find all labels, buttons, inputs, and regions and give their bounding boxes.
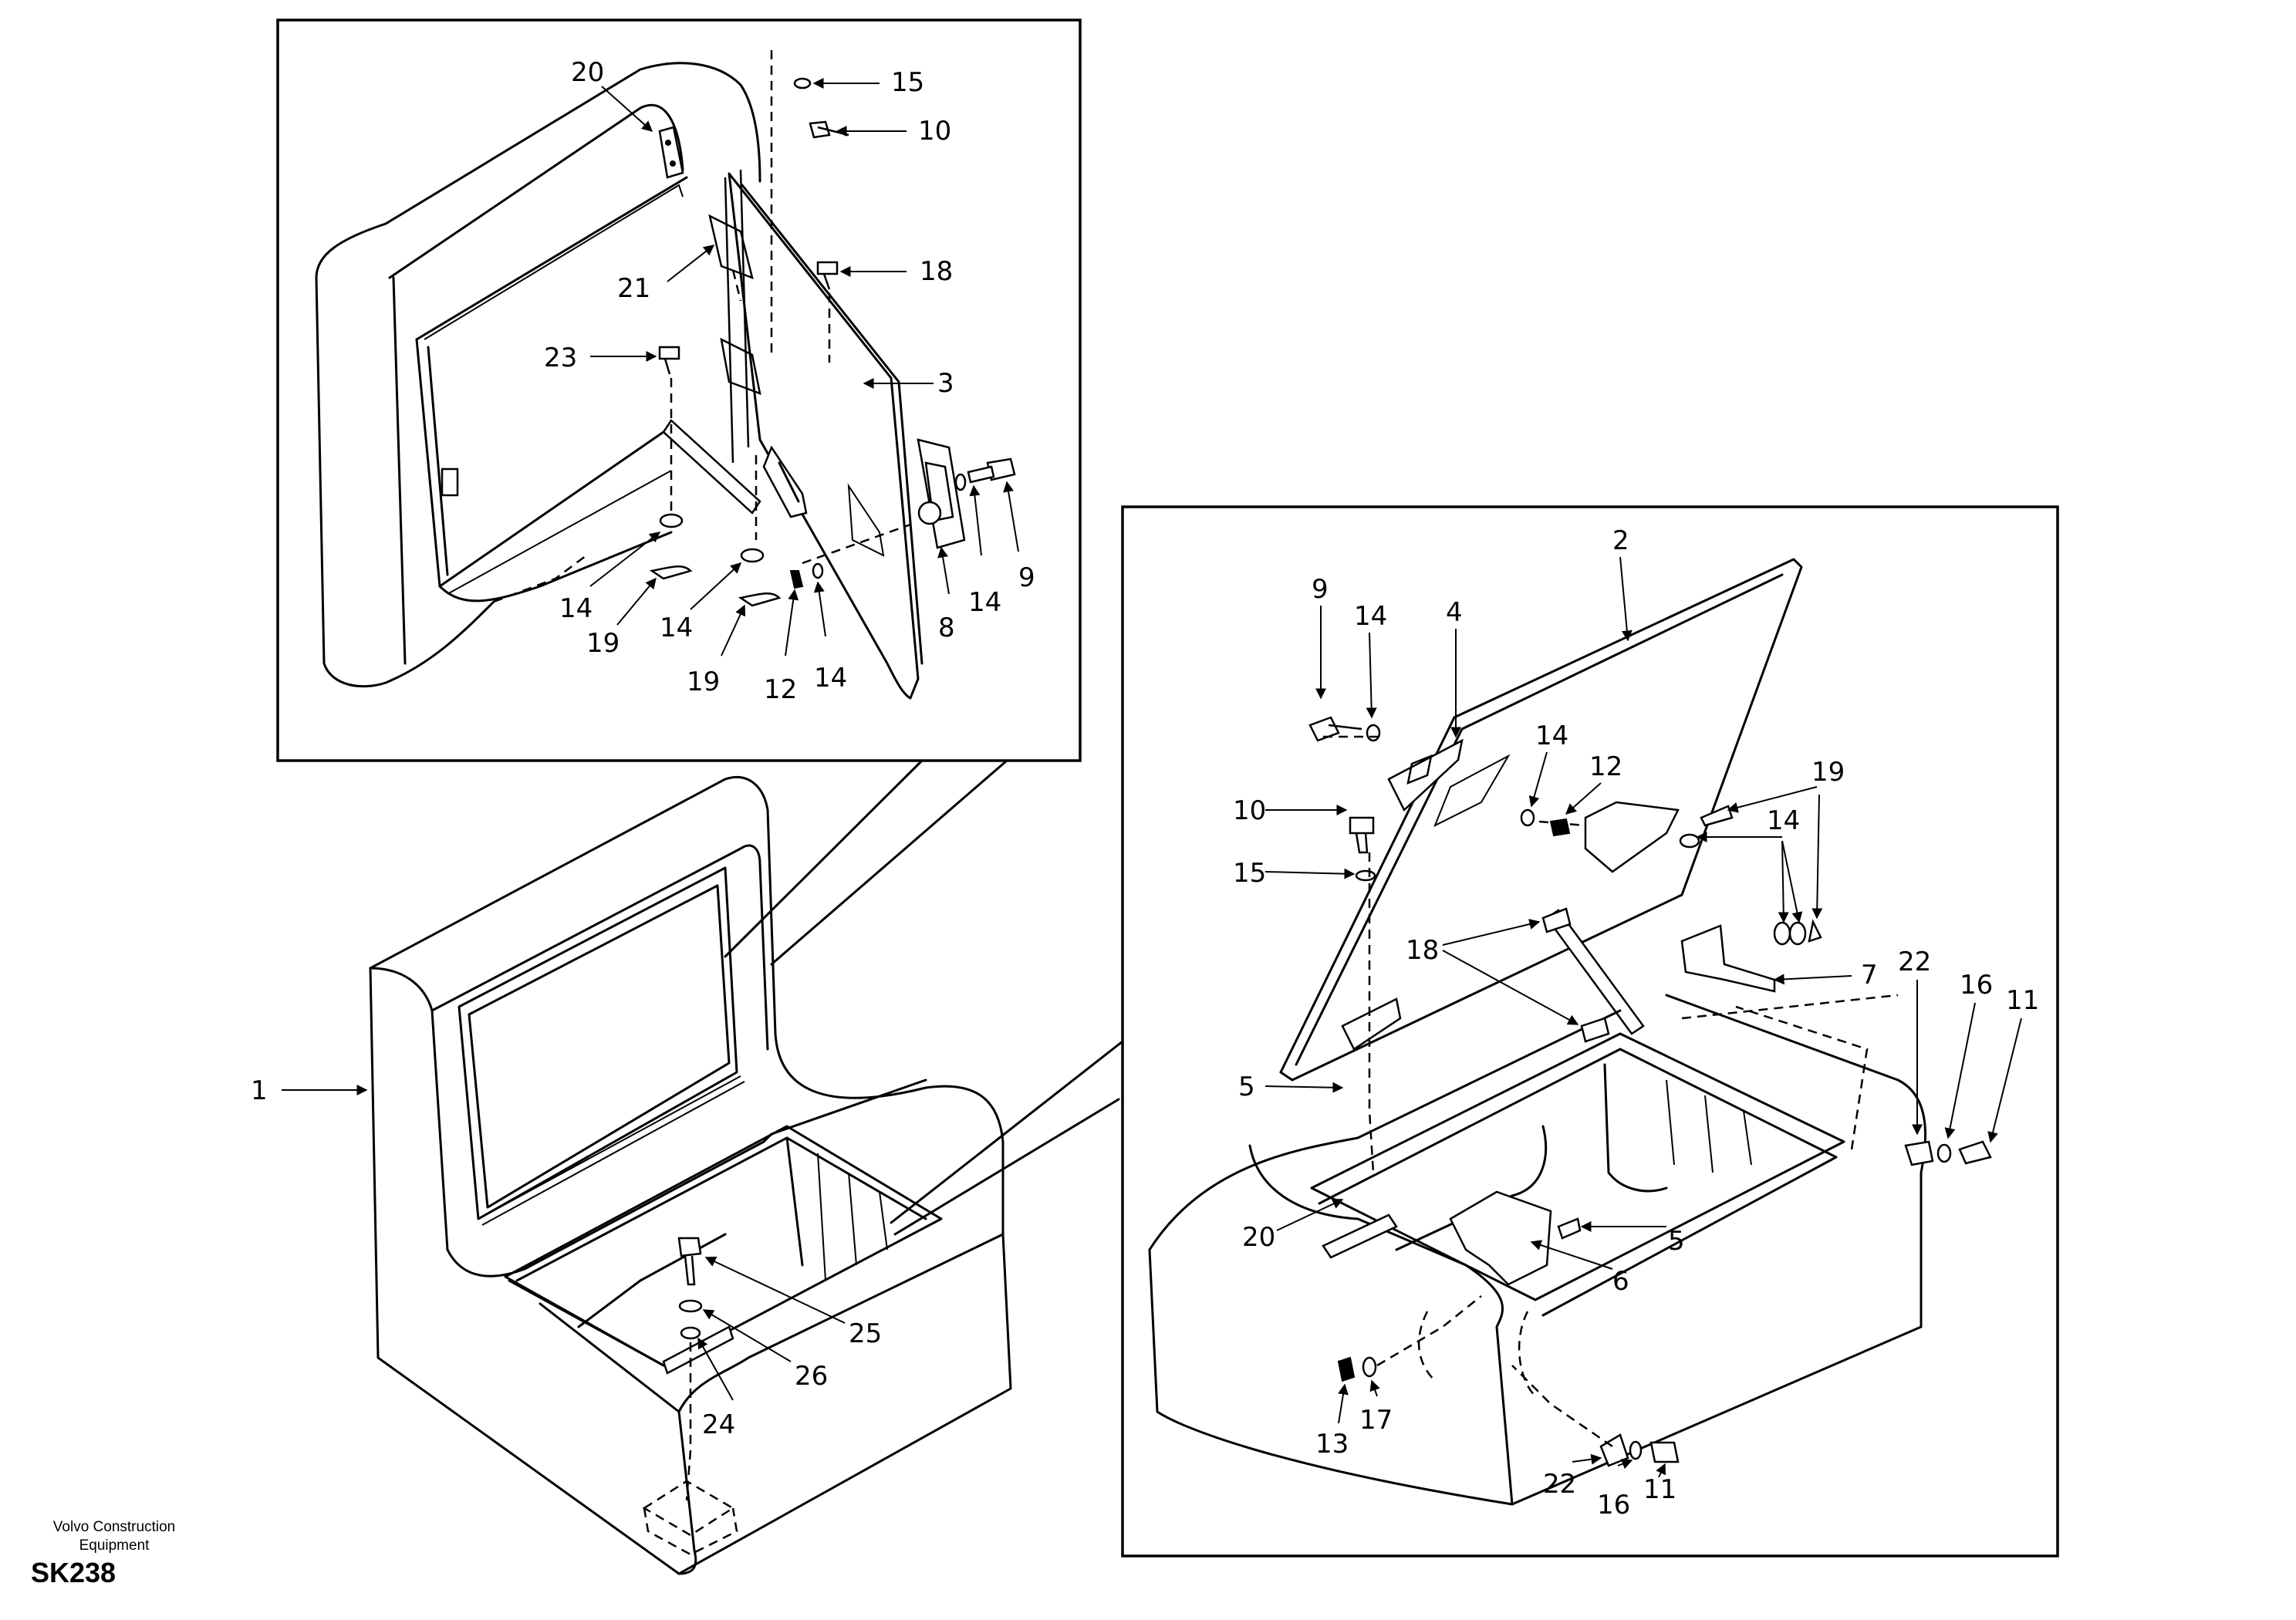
part-20-bracket-detail — [658, 126, 684, 179]
callout-14-top-c: 14 — [660, 613, 693, 643]
callout-18-top: 18 — [920, 256, 953, 287]
callout-3-top: 3 — [937, 368, 954, 399]
callout-6-right: 6 — [1612, 1266, 1629, 1297]
callout-7-right: 7 — [1861, 960, 1878, 991]
explode-lines-right — [1323, 735, 1899, 1448]
part-7-bracket-detail — [1680, 924, 1776, 993]
callout-14-right-c: 14 — [1767, 805, 1800, 836]
detail-top-frame — [276, 19, 1082, 762]
callout-11-right-b: 11 — [1643, 1474, 1676, 1505]
stay-arm-detail — [662, 419, 808, 518]
part-21-hinges-detail — [708, 169, 761, 464]
callout-14-top-b: 14 — [559, 593, 593, 624]
callout-14-top-a: 14 — [968, 587, 1001, 618]
callout-19-top-a: 19 — [586, 628, 620, 659]
callout-10-top: 10 — [918, 116, 951, 147]
callout-19-top-b: 19 — [687, 667, 720, 697]
callout-15-right: 15 — [1233, 858, 1266, 889]
callout-23-top: 23 — [544, 343, 577, 373]
callouts-right: 2 9 14 4 14 12 19 14 10 15 18 — [1233, 525, 2039, 1520]
callout-15-top: 15 — [891, 67, 924, 98]
detail-right-frame — [1121, 505, 2059, 1558]
callout-19-right: 19 — [1811, 757, 1845, 788]
callouts-top: 20 15 10 21 18 23 3 9 14 8 14 19 14 — [544, 57, 1035, 705]
callout-20-top: 20 — [571, 57, 604, 88]
callout-17-right: 17 — [1359, 1405, 1393, 1436]
callout-22-right-a: 22 — [1898, 947, 1931, 977]
callout-1-main: 1 — [251, 1075, 268, 1106]
console-body-right — [1148, 994, 1927, 1506]
fasteners-right — [1308, 716, 1992, 1467]
console-body-detail — [315, 62, 761, 688]
callout-18-right: 18 — [1406, 935, 1439, 966]
part-2-lid-detail — [1279, 558, 1803, 1082]
callout-20-right: 20 — [1242, 1222, 1275, 1253]
callout-24-main: 24 — [702, 1409, 735, 1440]
callout-25-main: 25 — [849, 1318, 882, 1349]
part-8-lock-detail — [917, 438, 966, 549]
callout-13-right: 13 — [1315, 1429, 1349, 1460]
callout-5-right-b: 5 — [1668, 1226, 1685, 1257]
callout-10-right: 10 — [1233, 795, 1266, 826]
callout-8-top: 8 — [938, 613, 955, 643]
part-3-lid-detail — [728, 172, 923, 700]
callout-9-right: 9 — [1312, 574, 1329, 605]
callout-16-right-a: 16 — [1960, 970, 1993, 1001]
callout-2-right: 2 — [1612, 525, 1629, 556]
callout-16-right-b: 16 — [1597, 1490, 1630, 1520]
zoom-leader-right — [890, 1040, 1124, 1236]
callout-12-top: 12 — [764, 674, 797, 705]
callout-14-right-b: 14 — [1535, 721, 1568, 751]
callout-5-right-a: 5 — [1238, 1072, 1255, 1102]
callout-14-top-d: 14 — [814, 663, 847, 694]
part-26-washer — [678, 1299, 703, 1313]
part-25-bolt — [677, 1237, 702, 1286]
fasteners-detail — [649, 77, 1016, 607]
detail-top-view: 20 15 10 21 18 23 3 9 14 8 14 19 14 — [276, 19, 1082, 762]
drawing-code: SK238 — [31, 1557, 116, 1588]
part-6-bracket-detail — [1449, 1190, 1552, 1286]
callout-12-right: 12 — [1589, 751, 1622, 782]
callout-11-right-a: 11 — [2006, 985, 2039, 1016]
callout-14-right-a: 14 — [1354, 601, 1387, 632]
latch-detail — [1584, 801, 1680, 873]
main-console-view: 1 25 26 24 — [251, 775, 1012, 1575]
part-4-hinge-detail — [1387, 738, 1464, 812]
callout-26-main: 26 — [795, 1361, 828, 1392]
zoom-leader-top — [724, 759, 1008, 966]
callout-22-right-b: 22 — [1543, 1469, 1576, 1500]
explode-lines-detail — [670, 50, 911, 565]
manufacturer-label: Volvo Construction Equipment — [52, 1519, 176, 1554]
part-24-nut — [680, 1326, 701, 1340]
detail-right-view: 2 9 14 4 14 12 19 14 10 15 18 — [1121, 505, 2059, 1558]
callout-21-top: 21 — [617, 273, 650, 304]
callout-9-top: 9 — [1018, 562, 1035, 593]
callout-4-right: 4 — [1446, 597, 1463, 628]
